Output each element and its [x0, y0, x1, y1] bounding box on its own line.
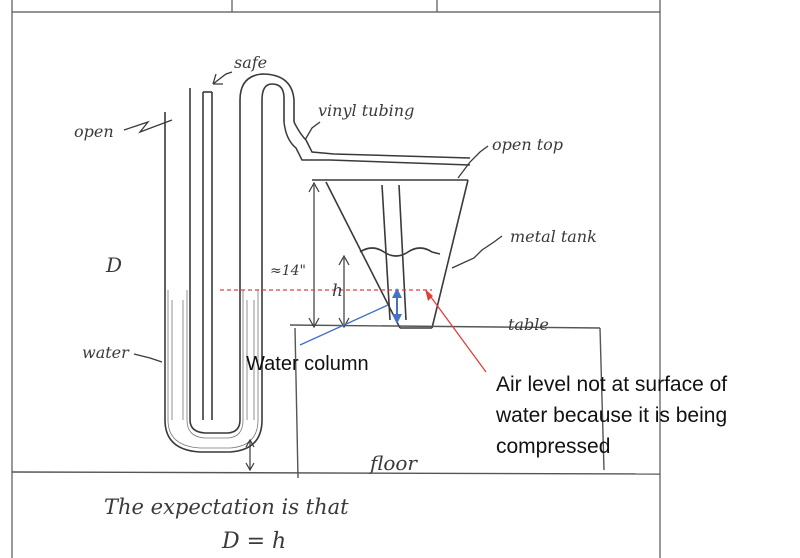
water-shading [167, 290, 259, 449]
label-water: water [82, 343, 130, 362]
label-open: open [74, 122, 114, 141]
u-tube [164, 73, 295, 453]
label-metal-tank: metal tank [510, 227, 597, 246]
equation-text: D = h [221, 529, 286, 554]
vinyl-tubing [283, 121, 471, 166]
label-height-approx: ≈14" [270, 263, 306, 279]
arrowhead-icon [425, 289, 433, 301]
pointer-squiggles [123, 71, 503, 363]
metal-tank [312, 179, 469, 329]
page-frame [11, 0, 661, 558]
expectation-text: The expectation is that [104, 495, 349, 519]
label-d: D [105, 253, 122, 277]
air-level-arrow [427, 292, 487, 373]
label-vinyl-tubing: vinyl tubing [318, 101, 414, 120]
water-column-label: Water column [246, 353, 369, 375]
label-safe: safe [234, 53, 267, 72]
label-floor: floor [368, 451, 418, 475]
air-level-note-line-2: water because it is being [495, 404, 727, 427]
label-open-top: open top [492, 135, 563, 154]
air-level-note-line-3: compressed [496, 435, 610, 458]
water-column-arrow [299, 288, 402, 346]
height-arrows [245, 181, 350, 472]
air-level-note-line-1: Air level not at surface of [496, 373, 727, 396]
label-h: h [332, 281, 343, 301]
label-table: table [508, 315, 549, 334]
